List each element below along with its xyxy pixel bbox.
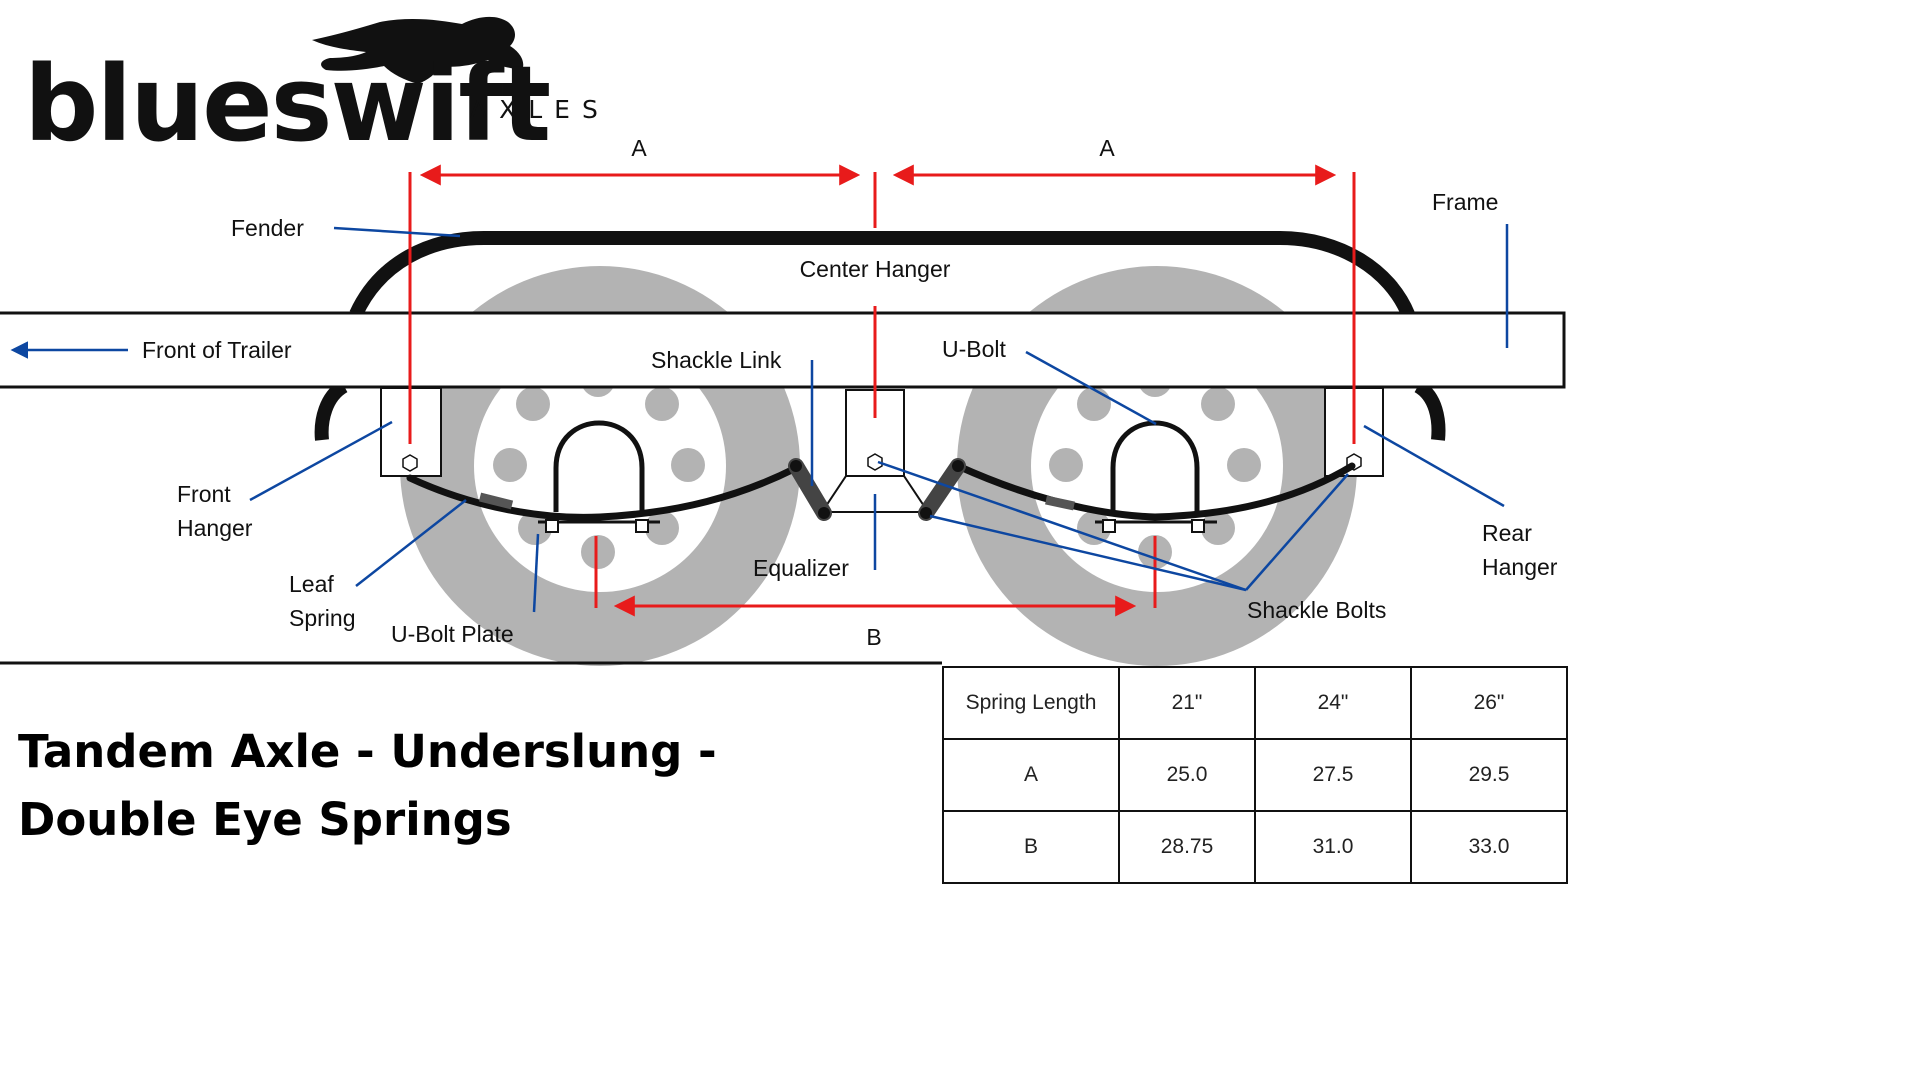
shackle-link-front [788, 458, 832, 521]
table-cell: 31.0 [1254, 810, 1412, 884]
table-cell: B [942, 810, 1120, 884]
label-front-hanger-line2: Hanger [177, 515, 253, 541]
table-cell: 27.5 [1254, 738, 1412, 812]
label-u-bolt: U-Bolt [942, 336, 1007, 362]
logo-subtitle: AXLES [470, 95, 610, 124]
label-shackle-bolts: Shackle Bolts [1247, 597, 1386, 623]
table-cell: 26" [1410, 666, 1568, 740]
cat-logo-icon [312, 16, 524, 84]
frame [0, 311, 1566, 389]
table-cell: 29.5 [1410, 738, 1568, 812]
leaf-spring-rear [954, 462, 1356, 521]
label-center-hanger: Center Hanger [800, 256, 951, 282]
dimension-lines [408, 164, 1356, 617]
spring-spec-table: Spring Length 21" 24" 26" A 25.0 27.5 29… [942, 666, 1568, 884]
leaf-spring-front [406, 464, 800, 521]
table-cell: 28.75 [1118, 810, 1256, 884]
logo: blueswift AXLES [24, 16, 610, 165]
leader-lines [10, 224, 1509, 613]
table-cell: 33.0 [1410, 810, 1568, 884]
label-front-of-trailer: Front of Trailer [142, 337, 292, 363]
label-rear-hanger-line1: Rear [1482, 520, 1532, 546]
table-cell: 25.0 [1118, 738, 1256, 812]
table-cell: 24" [1254, 666, 1412, 740]
fender [314, 231, 1446, 441]
table-cell: Spring Length [942, 666, 1120, 740]
label-rear-hanger-line2: Hanger [1482, 554, 1558, 580]
shackle-link-rear [918, 458, 966, 521]
table-row: Spring Length 21" 24" 26" [942, 666, 1568, 740]
label-shackle-link: Shackle Link [651, 347, 782, 373]
dimension-b: B [866, 624, 881, 650]
label-u-bolt-plate: U-Bolt Plate [391, 621, 514, 647]
u-bolt-rear [1095, 420, 1217, 533]
label-front-hanger-line1: Front [177, 481, 231, 507]
table-row: B 28.75 31.0 33.0 [942, 810, 1568, 884]
dimension-a-right: A [1099, 135, 1115, 161]
table-cell: A [942, 738, 1120, 812]
label-frame: Frame [1432, 189, 1498, 215]
label-fender: Fender [231, 215, 304, 241]
table-cell: 21" [1118, 666, 1256, 740]
u-bolt-front [538, 420, 660, 533]
page-title: Tandem Axle - Underslung - Double Eye Sp… [18, 718, 898, 854]
label-leaf-spring-line2: Spring [289, 605, 355, 631]
axle-diagram: blueswift AXLES [0, 16, 1566, 666]
table-row: A 25.0 27.5 29.5 [942, 738, 1568, 812]
title-line-2: Double Eye Springs [18, 793, 512, 846]
dimension-a-left: A [631, 135, 647, 161]
logo-wordmark: blueswift [24, 43, 550, 165]
label-leaf-spring-line1: Leaf [289, 571, 334, 597]
label-equalizer: Equalizer [753, 555, 849, 581]
title-line-1: Tandem Axle - Underslung - [18, 725, 717, 778]
